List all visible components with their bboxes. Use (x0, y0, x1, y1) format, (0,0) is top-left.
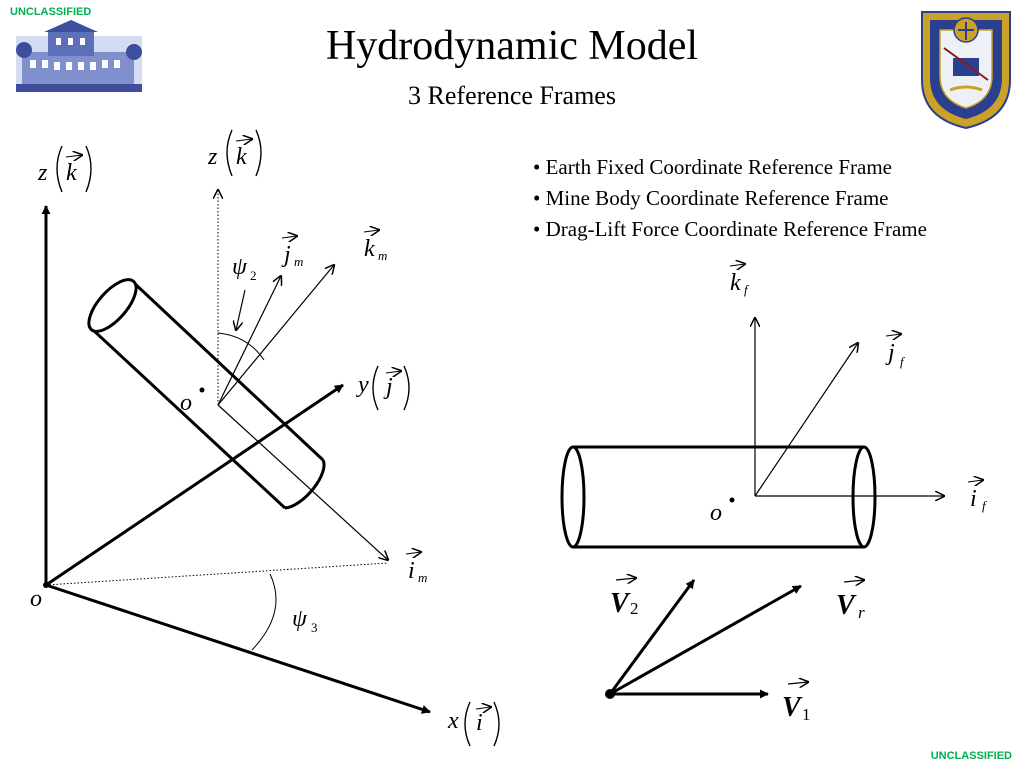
cyl-origin-label: o (710, 500, 722, 526)
list-item: Mine Body Coordinate Reference Frame (533, 183, 927, 214)
jm-vector (217, 276, 281, 406)
kf-label: k f (729, 264, 750, 297)
body-origin-dot (199, 387, 205, 393)
vr-vector (609, 584, 802, 696)
svg-text:1: 1 (802, 705, 811, 724)
svg-text:j: j (885, 340, 895, 366)
classification-top: UNCLASSIFIED (10, 6, 92, 18)
y-axis-label: y j (356, 365, 410, 411)
svg-text:V: V (610, 588, 631, 619)
building-logo (16, 20, 142, 92)
im-vector (217, 404, 388, 560)
svg-text:m: m (294, 254, 303, 269)
svg-text:ψ: ψ (232, 254, 248, 280)
svg-text:V: V (782, 692, 803, 723)
im-label: i m (405, 552, 427, 585)
svg-text:f: f (982, 498, 988, 513)
y-axis (45, 383, 344, 587)
v1-label: V 1 (782, 682, 811, 724)
svg-text:k: k (730, 270, 741, 296)
svg-text:i: i (408, 558, 415, 584)
x-axis-label: x i (447, 701, 500, 747)
slide-title: Hydrodynamic Model (325, 23, 699, 69)
slide-subtitle: 3 Reference Frames (408, 81, 616, 110)
svg-text:z: z (207, 144, 218, 170)
svg-text:k: k (236, 144, 247, 170)
origin-dot (43, 582, 49, 588)
earth-frame-diagram: z k z k y j x i o o (30, 129, 500, 747)
jm-label: j m (281, 236, 303, 269)
velocity-origin-dot (605, 689, 615, 699)
list-item: Drag-Lift Force Coordinate Reference Fra… (533, 214, 927, 245)
svg-text:i: i (970, 486, 977, 512)
svg-text:2: 2 (630, 599, 639, 618)
svg-text:k: k (364, 236, 375, 262)
school-seal-logo (921, 11, 1011, 130)
psi3-arc (251, 573, 277, 651)
frame-list: Earth Fixed Coordinate Reference Frame M… (533, 152, 927, 245)
classification-bottom: UNCLASSIFIED (930, 750, 1012, 762)
jf-vector (754, 343, 858, 497)
svg-text:3: 3 (311, 620, 318, 635)
km-vector (217, 265, 334, 406)
svg-text:ψ: ψ (292, 606, 308, 632)
origin-label: o (30, 586, 42, 612)
svg-text:V: V (836, 590, 857, 621)
svg-text:j: j (281, 242, 291, 268)
svg-text:f: f (900, 354, 906, 369)
jf-label: j f (885, 334, 906, 369)
vr-label: V r (836, 580, 865, 622)
svg-text:j: j (383, 374, 393, 400)
svg-text:f: f (744, 282, 750, 297)
svg-text:m: m (418, 570, 427, 585)
svg-text:r: r (858, 603, 865, 622)
psi2-arc (217, 332, 265, 361)
svg-text:2: 2 (250, 268, 257, 283)
v2-vector (608, 579, 696, 695)
cyl-origin-dot (729, 497, 735, 503)
psi2-pointer (236, 289, 246, 330)
im-projection-line (45, 562, 389, 586)
psi2-label: ψ 2 (232, 254, 257, 283)
svg-text:m: m (378, 248, 387, 263)
svg-text:x: x (447, 708, 459, 734)
body-z-label: z k (207, 129, 262, 177)
if-label: i f (967, 480, 988, 513)
psi3-label: ψ 3 (292, 606, 318, 635)
svg-text:i: i (476, 710, 483, 736)
mine-body-cylinder (87, 278, 326, 510)
z-axis-label: z k (37, 145, 92, 193)
v2-label: V 2 (610, 578, 639, 619)
drag-lift-cylinder (560, 445, 877, 549)
list-item: Earth Fixed Coordinate Reference Frame (533, 152, 927, 183)
svg-text:y: y (356, 372, 369, 398)
km-label: k m (363, 230, 387, 263)
x-axis (45, 583, 431, 714)
drag-lift-frame-diagram: o k f j f i f V 2 V r (560, 264, 988, 724)
svg-text:z: z (37, 160, 48, 186)
body-origin-label: o (180, 390, 192, 416)
svg-text:k: k (66, 160, 77, 186)
